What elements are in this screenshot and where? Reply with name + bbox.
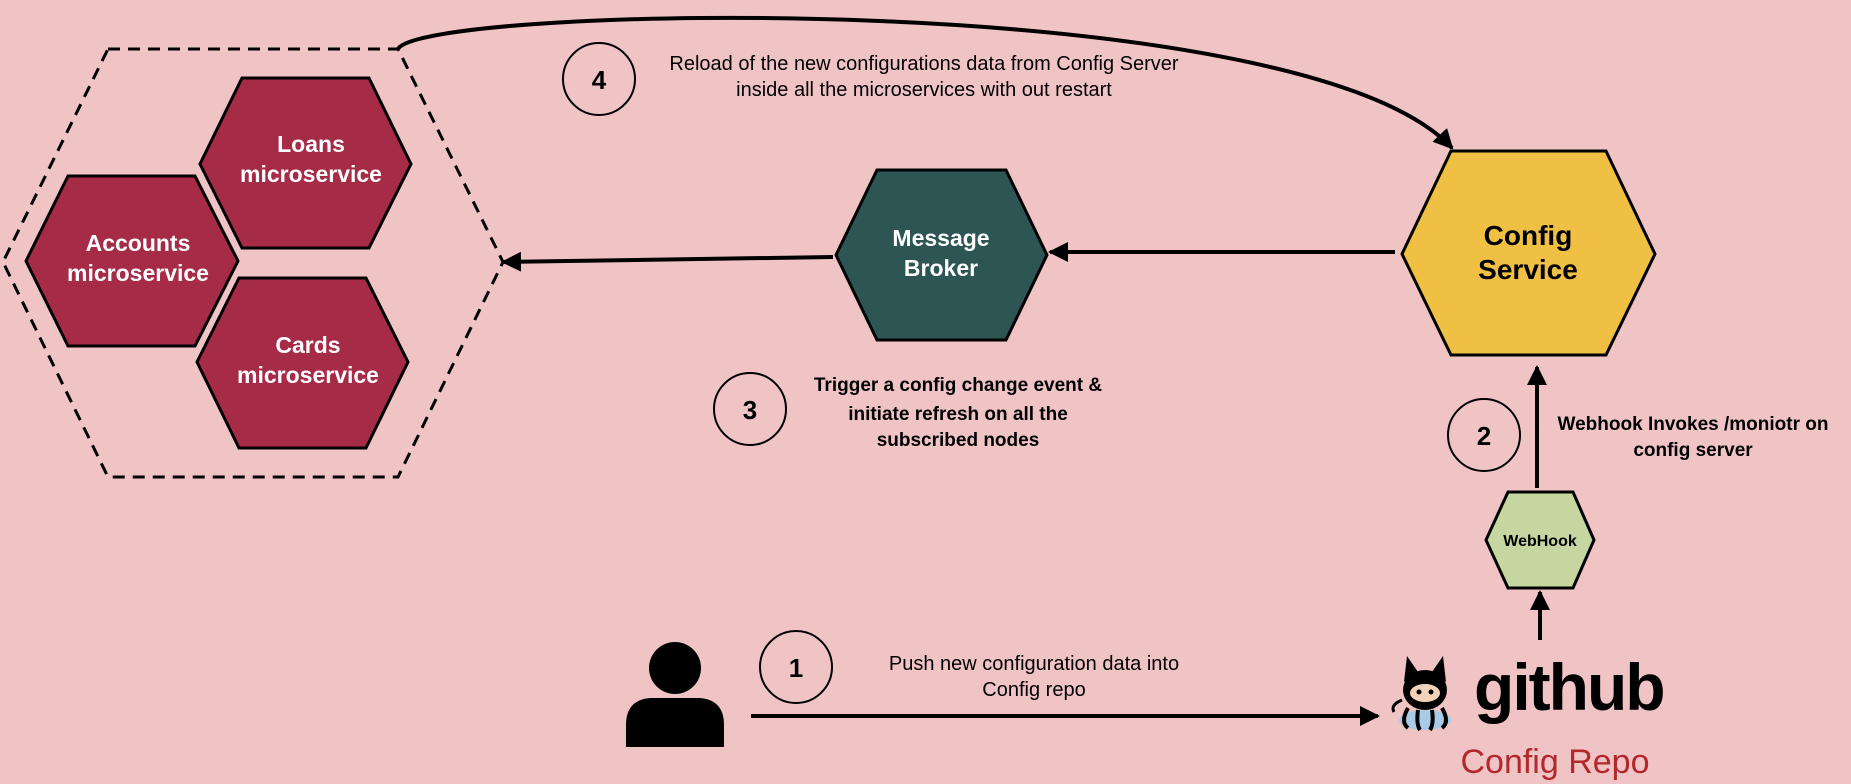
message-broker-node[interactable]: Message Broker [834, 168, 1049, 342]
user-icon [626, 642, 724, 747]
webhook-label: WebHook [1503, 533, 1577, 550]
broker-label-line2: Broker [904, 255, 978, 281]
loans-microservice-node[interactable]: Loans microservice [198, 76, 413, 250]
loans-label-line2: microservice [240, 161, 382, 187]
step-3-text-line1: Trigger a config change event & [814, 375, 1103, 396]
cards-label-line2: microservice [237, 362, 379, 388]
config-repo-caption: Config Repo [1460, 743, 1649, 781]
step-3-annotation: 3 Trigger a config change event & initia… [713, 372, 1103, 451]
step-1-text-line1: Push new configuration data into [889, 653, 1179, 675]
cards-microservice-node[interactable]: Cards microservice [195, 276, 410, 450]
step-3-text-line3: subscribed nodes [877, 430, 1040, 451]
step-1-annotation: 1 Push new configuration data into Confi… [759, 630, 1179, 704]
arrow-broker-to-microservices [501, 251, 834, 272]
config-label-line1: Config [1484, 220, 1573, 251]
step-4-text-line2: inside all the microservices with out re… [736, 79, 1112, 101]
step-1-text-line2: Config repo [982, 679, 1085, 701]
webhook-node[interactable]: WebHook [1484, 490, 1596, 590]
step-4-number: 4 [592, 65, 607, 95]
step-3-number: 3 [743, 395, 757, 425]
step-2-number: 2 [1477, 421, 1491, 451]
loans-label-line1: Loans [277, 131, 345, 157]
accounts-microservice-node[interactable]: Accounts microservice [24, 174, 240, 348]
accounts-label-line2: microservice [67, 260, 209, 286]
step-2-text-line2: config server [1633, 440, 1753, 461]
octocat-icon [1391, 656, 1451, 732]
step-3-text-line2: initiate refresh on all the [848, 404, 1068, 425]
step-4-annotation: 4 Reload of the new configurations data … [562, 42, 1179, 116]
step-4-text-line1: Reload of the new configurations data fr… [669, 53, 1179, 75]
broker-label-line1: Message [892, 225, 989, 251]
step-2-text-line1: Webhook Invokes /moniotr on [1558, 414, 1829, 435]
accounts-label-line1: Accounts [86, 230, 191, 256]
step-1-number: 1 [789, 653, 803, 683]
config-service-node[interactable]: Config Service [1400, 149, 1657, 357]
cards-label-line1: Cards [275, 332, 340, 358]
step-2-annotation: 2 Webhook Invokes /moniotr on config ser… [1447, 398, 1829, 472]
arrow-microservices-to-config-curve [396, 15, 1454, 150]
github-wordmark: github [1474, 650, 1664, 724]
config-label-line2: Service [1478, 254, 1578, 285]
